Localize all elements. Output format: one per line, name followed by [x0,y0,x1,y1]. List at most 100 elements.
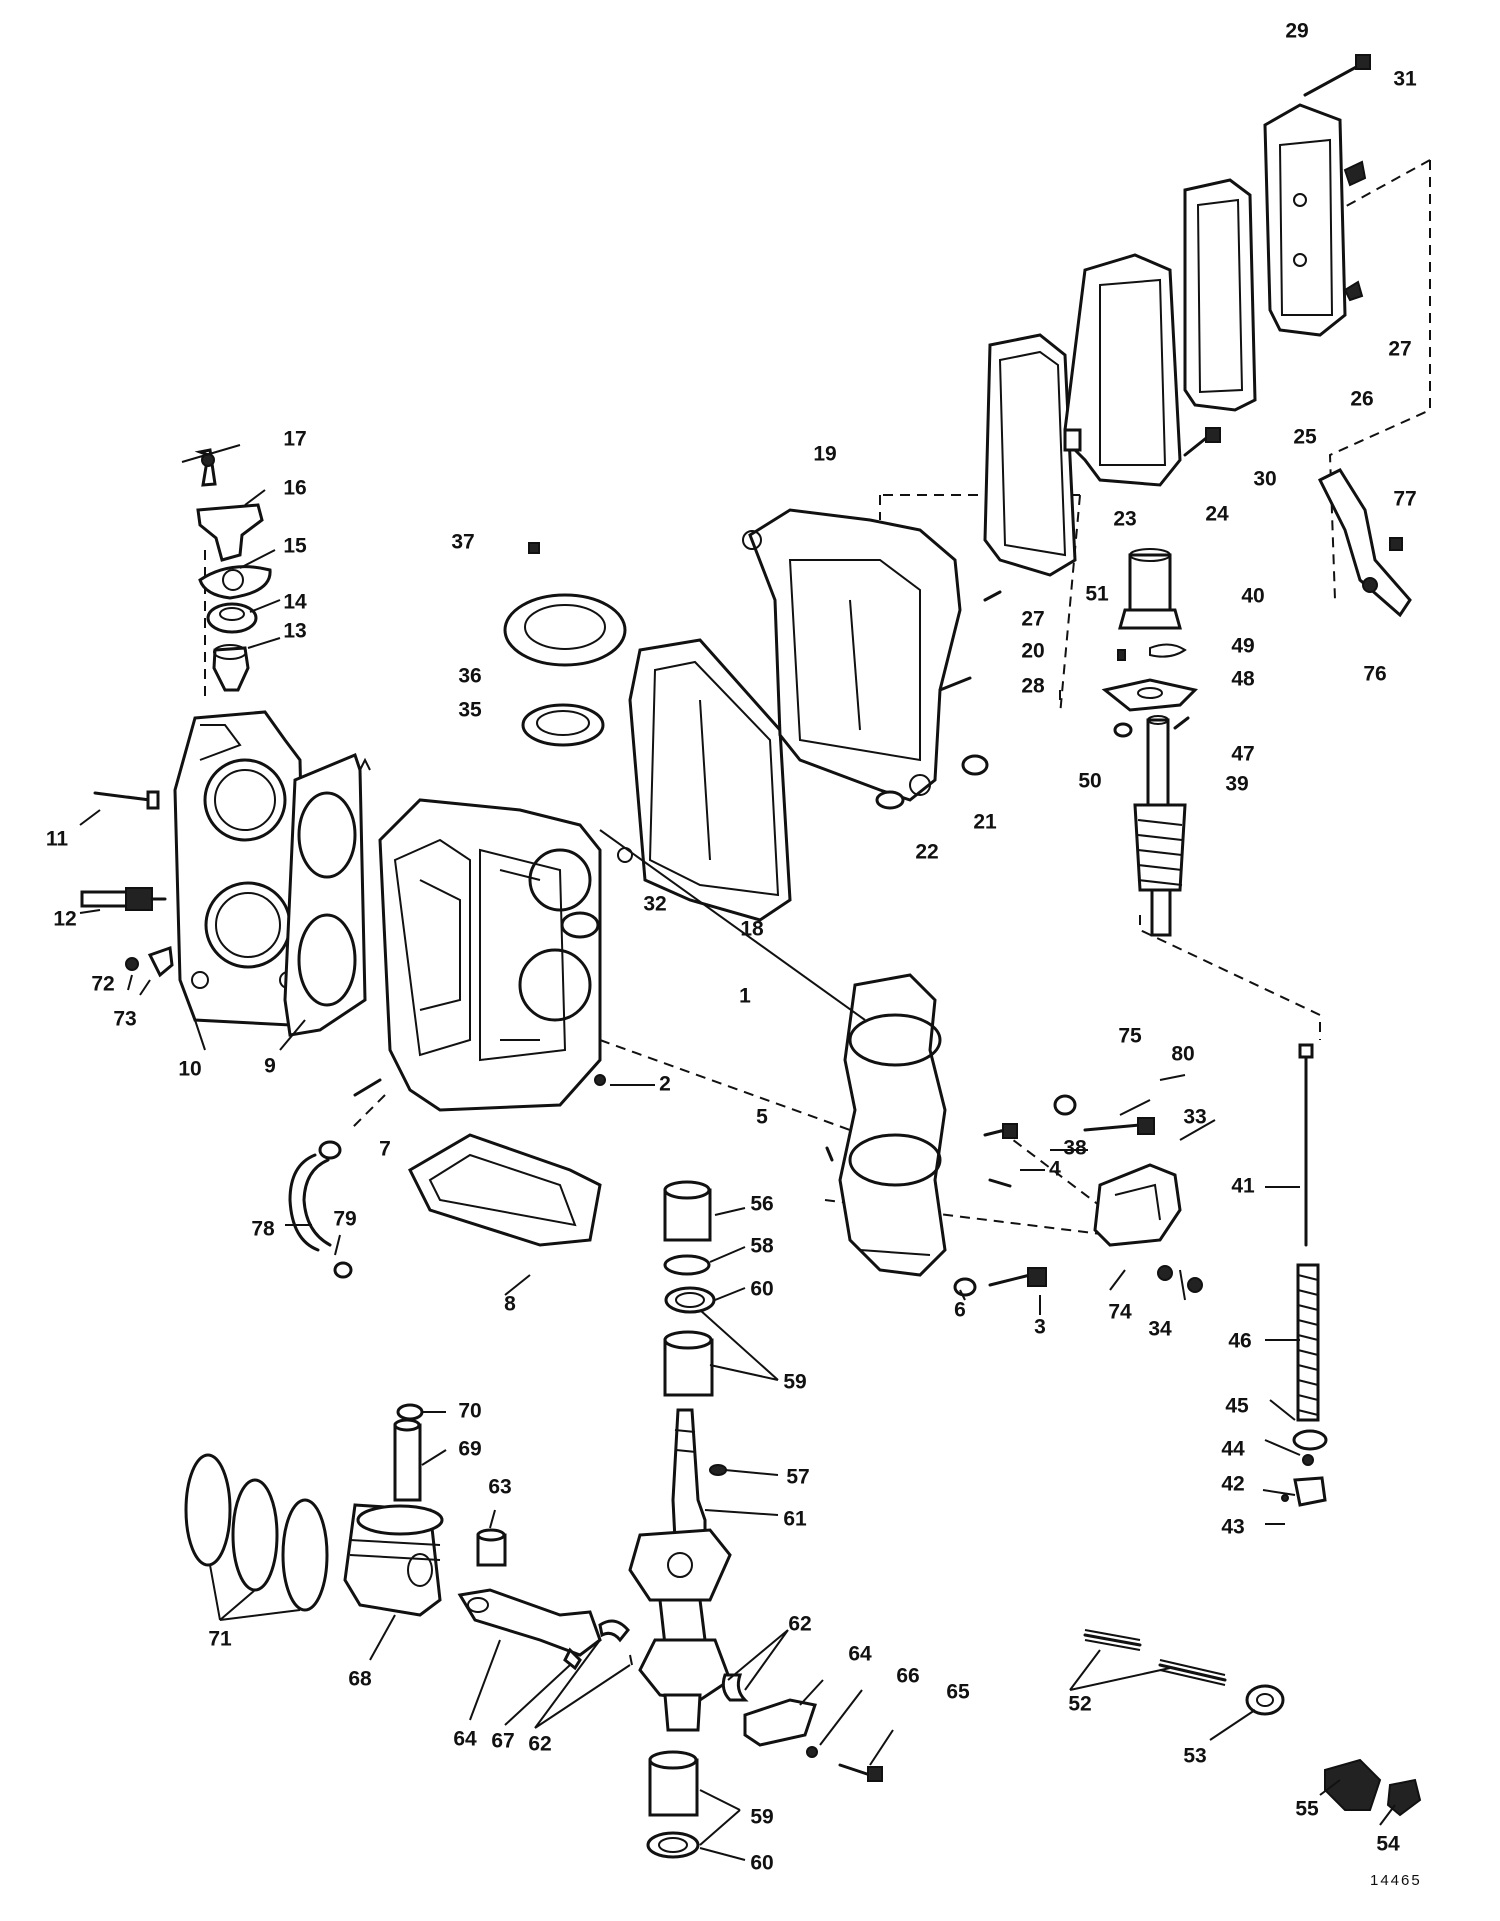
callout-59b: 59 [750,1806,773,1829]
callout-55: 55 [1295,1798,1319,1821]
callout-6: 6 [954,1299,966,1322]
cover-bolts [938,54,1371,692]
callout-62: 62 [788,1613,811,1636]
callout-48: 48 [1231,668,1255,691]
callout-59: 59 [783,1371,806,1394]
head-gasket [283,752,371,1037]
callout-63: 63 [488,1476,511,1499]
callout-14: 14 [283,591,307,614]
callout-20: 20 [1021,640,1044,663]
gasket-and-hose [288,1074,606,1279]
piston-assembly [184,1403,602,1671]
cylinder-head [173,710,307,1027]
callout-24: 24 [1205,503,1229,526]
gasket-25 [1183,178,1257,412]
callout-36: 36 [458,665,481,688]
callout-16: 16 [283,477,306,500]
callout-44: 44 [1221,1438,1245,1461]
callout-49: 49 [1231,635,1254,658]
callout-58: 58 [750,1235,774,1258]
callout-18: 18 [740,918,764,941]
callout-29: 29 [1285,20,1308,43]
callout-78: 78 [251,1218,275,1241]
callout-34: 34 [1148,1318,1172,1341]
callout-37: 37 [451,531,474,554]
callout-22: 22 [915,841,938,864]
callout-41: 41 [1231,1175,1255,1198]
callout-77: 77 [1393,488,1416,511]
callout-75: 75 [1118,1025,1142,1048]
callout-17: 17 [283,428,306,451]
callout-53: 53 [1183,1745,1206,1768]
callout-2: 2 [659,1073,671,1096]
callout-32: 32 [643,893,666,916]
callout-68: 68 [348,1668,372,1691]
callout-71: 71 [208,1628,232,1651]
callout-50: 50 [1078,770,1101,793]
callout-80: 80 [1171,1043,1194,1066]
callout-47: 47 [1231,743,1254,766]
callout-70: 70 [458,1400,481,1423]
callout-43: 43 [1221,1516,1244,1539]
lower-bearings [598,1619,749,1859]
callout-40: 40 [1241,585,1264,608]
rod-cap [743,1698,883,1782]
lower-crankcase [838,973,947,1277]
callout-3: 3 [1034,1316,1046,1339]
callout-73: 73 [113,1008,136,1031]
callout-4: 4 [1049,1158,1061,1181]
callout-61: 61 [783,1508,807,1531]
mount-bracket [1093,1163,1203,1293]
callout-11: 11 [46,828,69,851]
callout-21: 21 [973,811,997,834]
rod-and-spring [1281,1043,1328,1507]
callout-9: 9 [264,1055,276,1078]
callout-23: 23 [1113,508,1136,531]
callout-7: 7 [379,1138,391,1161]
linkage-arm [1317,468,1412,618]
callout-42: 42 [1221,1473,1244,1496]
leader-lines [79,444,1396,1861]
callout-27: 27 [1021,608,1044,631]
callout-54: 54 [1376,1833,1400,1856]
callout-13: 13 [283,620,306,643]
thermostat-stack [194,448,272,692]
callout-33: 33 [1183,1106,1206,1129]
callout-56: 56 [750,1193,773,1216]
callout-60: 60 [750,1278,773,1301]
callout-26: 26 [1350,388,1373,411]
callout-79: 79 [333,1208,356,1231]
spark-plug-and-bolts [80,790,174,978]
figure-code: 14465 [1370,1872,1422,1889]
callout-57: 57 [786,1466,809,1489]
callout-38: 38 [1063,1137,1087,1160]
callout-62b: 62 [528,1733,551,1756]
callout-15: 15 [283,535,307,558]
crankcase-cover [742,508,962,802]
callout-8: 8 [504,1293,516,1316]
callout-60b: 60 [750,1852,773,1875]
callout-labels: 1 2 3 4 5 6 7 8 9 10 11 12 13 14 15 16 1… [46,20,1417,1875]
callout-66: 66 [896,1665,919,1688]
callout-1: 1 [739,985,751,1008]
callout-64: 64 [453,1728,477,1751]
callout-35: 35 [458,699,482,722]
callout-67: 67 [491,1730,514,1753]
callout-64b: 64 [848,1643,872,1666]
callout-45: 45 [1225,1395,1249,1418]
plugs [617,754,989,863]
callout-65: 65 [946,1681,970,1704]
callout-5: 5 [756,1106,768,1129]
callout-52: 52 [1068,1693,1091,1716]
cover-gasket [628,638,792,922]
callout-25: 25 [1293,426,1317,449]
callout-76: 76 [1363,663,1386,686]
callout-12: 12 [53,908,76,931]
seal-plates [503,542,627,747]
callout-31: 31 [1393,68,1417,91]
lower-case-fasteners [825,1094,1155,1297]
callout-27b: 27 [1388,338,1411,361]
callout-51: 51 [1085,583,1109,606]
exhaust-plate-24 [1063,253,1182,487]
